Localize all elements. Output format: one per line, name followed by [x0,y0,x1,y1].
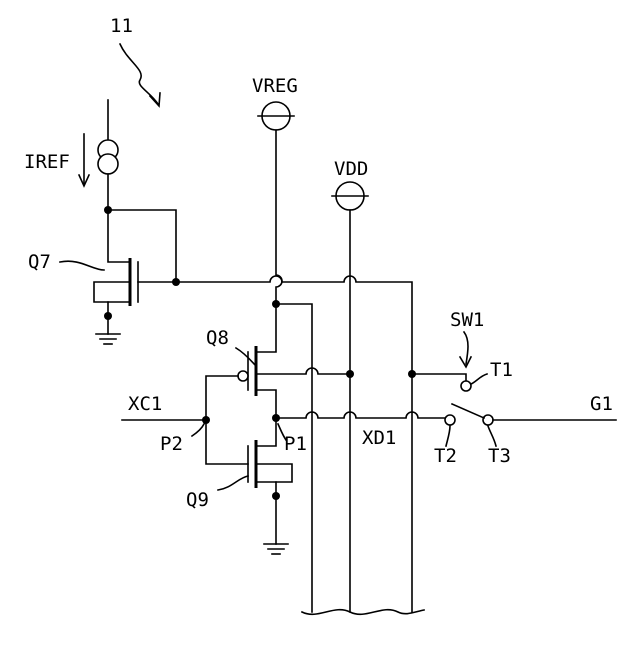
q9-transistor [248,418,292,496]
iref-label: IREF [24,151,70,173]
q7-label-leader [60,261,104,270]
sw1-leader-head [460,357,471,367]
g1-label: G1 [590,393,613,415]
p1-label: P1 [284,433,307,455]
q8-transistor [238,304,350,418]
q8-gate-wire [206,376,238,420]
reference-arrow [120,44,158,104]
t2-terminal [445,415,455,425]
iref-direction-arrow [79,134,89,186]
sw1-label-leader [464,332,468,364]
t3-terminal [483,415,493,425]
t1-label-leader [471,374,487,384]
p1-label-leader [278,424,286,440]
t1-wire [412,374,466,382]
q7-label: Q7 [28,251,51,273]
q8-label-leader [236,348,256,366]
q7-transistor [94,210,138,316]
q8-vdd-junction [346,370,354,378]
q9-label-leader [218,476,248,490]
t3-label-leader [488,426,496,446]
p2-label-leader [192,424,204,436]
p2-label: P2 [160,433,183,455]
vreg-label: VREG [252,75,298,97]
iref-current-source [98,100,118,210]
q9-ground-symbol [264,496,288,554]
q7-diode-connection [108,210,176,282]
vreg-supply-symbol [258,102,294,130]
q9-label: Q9 [186,489,209,511]
t2-label: T2 [434,445,457,467]
output-line [276,412,445,418]
vdd-label: VDD [334,158,368,180]
q9-gate-wire [206,420,248,464]
t3-label: T3 [488,445,511,467]
sw1-label: SW1 [450,309,484,331]
switch-blade [452,404,484,418]
vdd-supply-symbol [332,182,368,210]
break-line [302,610,424,615]
xc1-label: XC1 [128,393,162,415]
t1-terminal [461,381,471,391]
q7-ground-symbol [96,316,120,344]
reference-numeral-label: 11 [110,15,133,37]
q8-body-tie [276,304,312,612]
q8-label: Q8 [206,327,229,349]
t1-label: T1 [490,359,513,381]
xd1-label: XD1 [362,427,396,449]
t2-label-leader [446,426,450,446]
